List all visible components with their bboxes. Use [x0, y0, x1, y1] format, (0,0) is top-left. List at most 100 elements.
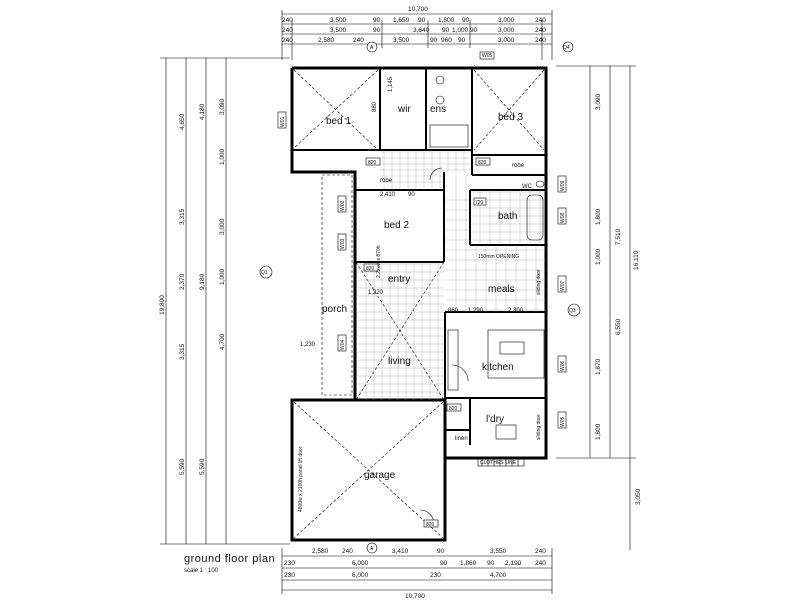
inner-annotations: 2,410 90 860 1,290 2,300 880 1,145 1,230…: [298, 76, 542, 528]
door-tag-garage: 820: [426, 522, 435, 528]
fixtures: [293, 69, 546, 539]
bottom-dimensions: 2,580 240 3,410 90 3,550 240 230 6,000 9…: [281, 542, 553, 600]
grid-marker-q4: Q4: [563, 45, 570, 51]
dim-left-g: 9,180: [199, 273, 206, 290]
dim-top-3a: 240: [282, 37, 293, 44]
door-tag-entry: 820: [366, 266, 375, 272]
dim-bottom-1a: 2,580: [312, 548, 329, 555]
dim-right-b: 1,800: [595, 208, 602, 225]
dim-top-2i: 240: [535, 27, 546, 34]
dim-bed1-b: 1,145: [388, 76, 394, 92]
window-tag-w02: W02: [340, 201, 346, 212]
dim-hall-width: 1,220: [368, 290, 384, 296]
room-porch: porch: [322, 304, 347, 315]
door-tag-bath: 720: [475, 200, 484, 206]
dim-top-2a: 240: [282, 27, 293, 34]
grid-marker-q3: Q3: [569, 308, 576, 314]
dim-bottom-3d: 4,700: [490, 572, 507, 579]
dim-meals-b: 1,290: [468, 308, 484, 314]
dim-top-1a: 240: [282, 17, 293, 24]
room-wir: wir: [397, 104, 411, 115]
dim-right-e: 1,800: [595, 423, 602, 440]
dim-left-l: 1,000: [219, 268, 226, 285]
grid-marker-q1: Q1: [261, 270, 268, 276]
dim-bed2-width: 2,410: [380, 192, 396, 198]
dim-top-2h: 3,000: [498, 27, 515, 34]
note-opening: 150mm OPENING: [478, 254, 519, 260]
dim-bottom-1f: 240: [535, 548, 546, 555]
dim-top-2d: 3,640: [413, 27, 430, 34]
dim-overall-top: 10,700: [408, 6, 428, 13]
room-wc: WC: [522, 184, 533, 190]
dim-top-1f: 1,800: [438, 17, 455, 24]
dim-bottom-1d: 90: [437, 548, 445, 555]
dim-left-e: 5,590: [179, 458, 186, 475]
room-labels: bed 1 wir ens bed 3 robe robe WC bed 2 b…: [322, 104, 533, 481]
dim-top-1i: 240: [535, 17, 546, 24]
window-tag-w05: W05: [560, 417, 566, 428]
dim-meals-c: 2,300: [508, 308, 524, 314]
dim-right-d: 1,870: [595, 358, 602, 375]
dim-bottom-2f: 2,190: [505, 560, 522, 567]
drawing-scale: scale 1 : 100: [184, 568, 219, 574]
dim-left-i: 3,090: [219, 98, 226, 115]
window-tag-w07: W07: [560, 281, 566, 292]
room-linen: linen: [455, 436, 468, 442]
window-tag-w09: W09: [560, 181, 566, 192]
room-entry: entry: [388, 274, 410, 285]
dim-left-a: 4,650: [179, 113, 186, 130]
room-kitchen: kitchen: [482, 362, 514, 373]
dim-top-1b: 3,500: [330, 17, 347, 24]
note-clothes-line: CLOTHES LINE: [480, 460, 517, 466]
window-tags: W01 W02 W03 W04 W05 W06 W07 W08 W09: [277, 111, 567, 429]
dim-right-overall: 16,110: [633, 250, 640, 270]
door-tag-ldry: 820: [449, 406, 458, 412]
dim-top-2g: 90: [470, 27, 478, 34]
dim-top-3c: 240: [353, 37, 364, 44]
dim-bottom-3c: 230: [430, 572, 441, 579]
grid-marker-a-top: A: [370, 45, 374, 51]
room-bed-1: bed 1: [326, 116, 351, 127]
window-tag-w06: W06: [560, 361, 566, 372]
dim-top-2f: 1,000: [452, 27, 469, 34]
room-living: living: [388, 356, 411, 367]
dim-top-3e: 90: [430, 37, 438, 44]
dim-left-b: 3,315: [179, 208, 186, 225]
grid-marker-a-bottom: A: [370, 546, 374, 552]
walls: [290, 66, 548, 542]
dim-right-g: 6,550: [615, 318, 622, 335]
dim-bed2-wall: 90: [408, 192, 415, 198]
room-ens: ens: [430, 104, 446, 115]
room-robe-bed2: robe: [380, 178, 393, 184]
dim-top-1h: 3,000: [498, 17, 515, 24]
window-tag-top: W05: [482, 53, 493, 59]
dim-left-j: 1,000: [219, 148, 226, 165]
note-sliding-door-ldry: sliding door: [536, 414, 542, 440]
dim-right-f: 7,510: [615, 228, 622, 245]
dim-overall-bottom: 10,700: [405, 593, 425, 600]
room-bed-2: bed 2: [384, 220, 409, 231]
dim-left-c: 2,370: [179, 273, 186, 290]
dim-top-1g: 90: [462, 17, 470, 24]
room-bath: bath: [498, 211, 517, 222]
dim-bottom-2c: 90: [440, 560, 448, 567]
dim-top-3d: 3,500: [393, 37, 410, 44]
dim-top-3f: 960: [441, 37, 452, 44]
dim-left-d: 3,315: [179, 343, 186, 360]
dim-top-3g: 90: [458, 37, 466, 44]
dim-bed1-a: 880: [372, 101, 378, 112]
dim-bottom-2a: 230: [284, 560, 295, 567]
window-tag-w08: W08: [560, 213, 566, 224]
door-tag-bed3: 820: [478, 160, 487, 166]
dim-bottom-1b: 240: [342, 548, 353, 555]
window-tag-w01: W01: [280, 117, 286, 128]
dim-bottom-2b: 6,000: [352, 560, 369, 567]
dim-overall-left: 19,800: [159, 295, 166, 315]
dim-bottom-3b: 6,000: [352, 572, 369, 579]
room-bed-3: bed 3: [498, 112, 523, 123]
dim-top-3b: 2,580: [318, 37, 335, 44]
dim-top-2c: 90: [373, 27, 381, 34]
dim-bottom-1c: 3,410: [392, 548, 409, 555]
dim-bottom-2d: 1,860: [460, 560, 477, 567]
room-garage: garage: [364, 470, 396, 481]
